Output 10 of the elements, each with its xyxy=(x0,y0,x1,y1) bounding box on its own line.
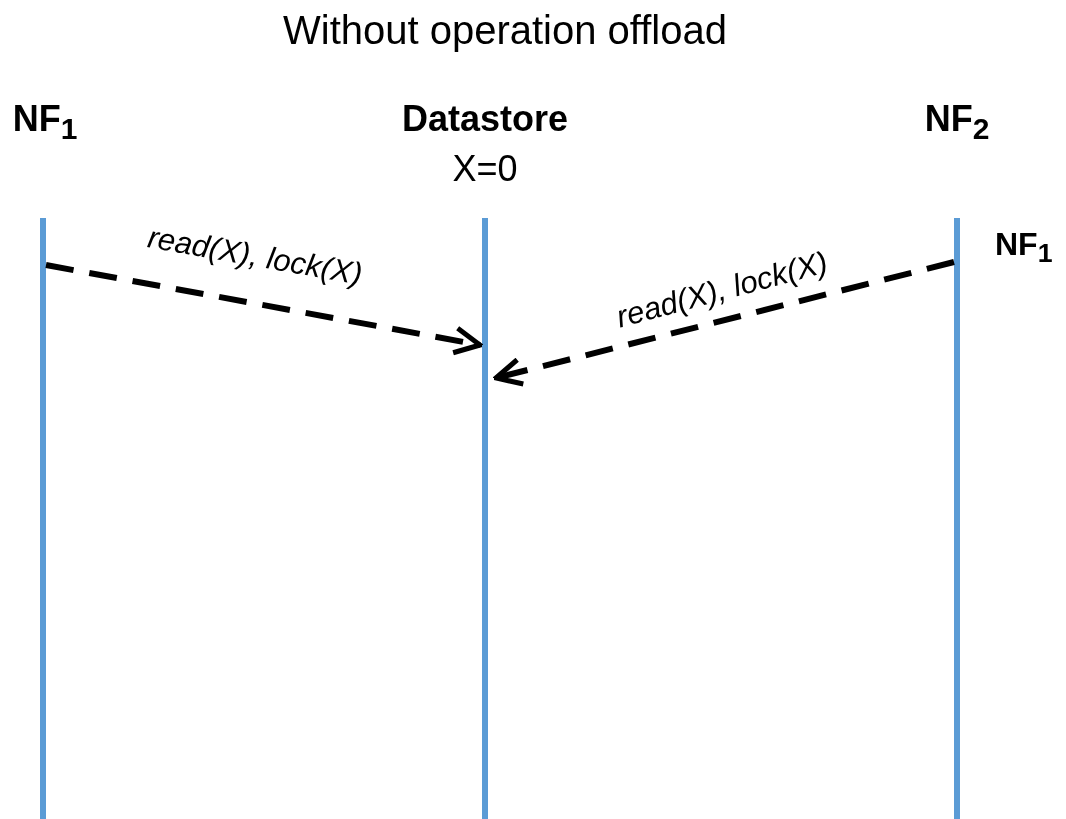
dashed-arrow xyxy=(45,262,483,356)
dashed-arrow xyxy=(493,259,955,387)
lifeline-heading: NF$_{2}$ xyxy=(924,98,990,147)
edge-label: read(X), lock(X) xyxy=(145,219,365,293)
lifeline-heading: NF$_{1}$ xyxy=(995,226,1053,270)
edge-label: read(X), lock(X) xyxy=(612,244,832,336)
diagram-title: Without operation offload xyxy=(282,8,728,53)
lifeline-heading: Datastore xyxy=(401,98,569,140)
state-label: X=0 xyxy=(452,148,518,190)
lifeline-heading: NF$_{1}$ xyxy=(12,98,78,147)
